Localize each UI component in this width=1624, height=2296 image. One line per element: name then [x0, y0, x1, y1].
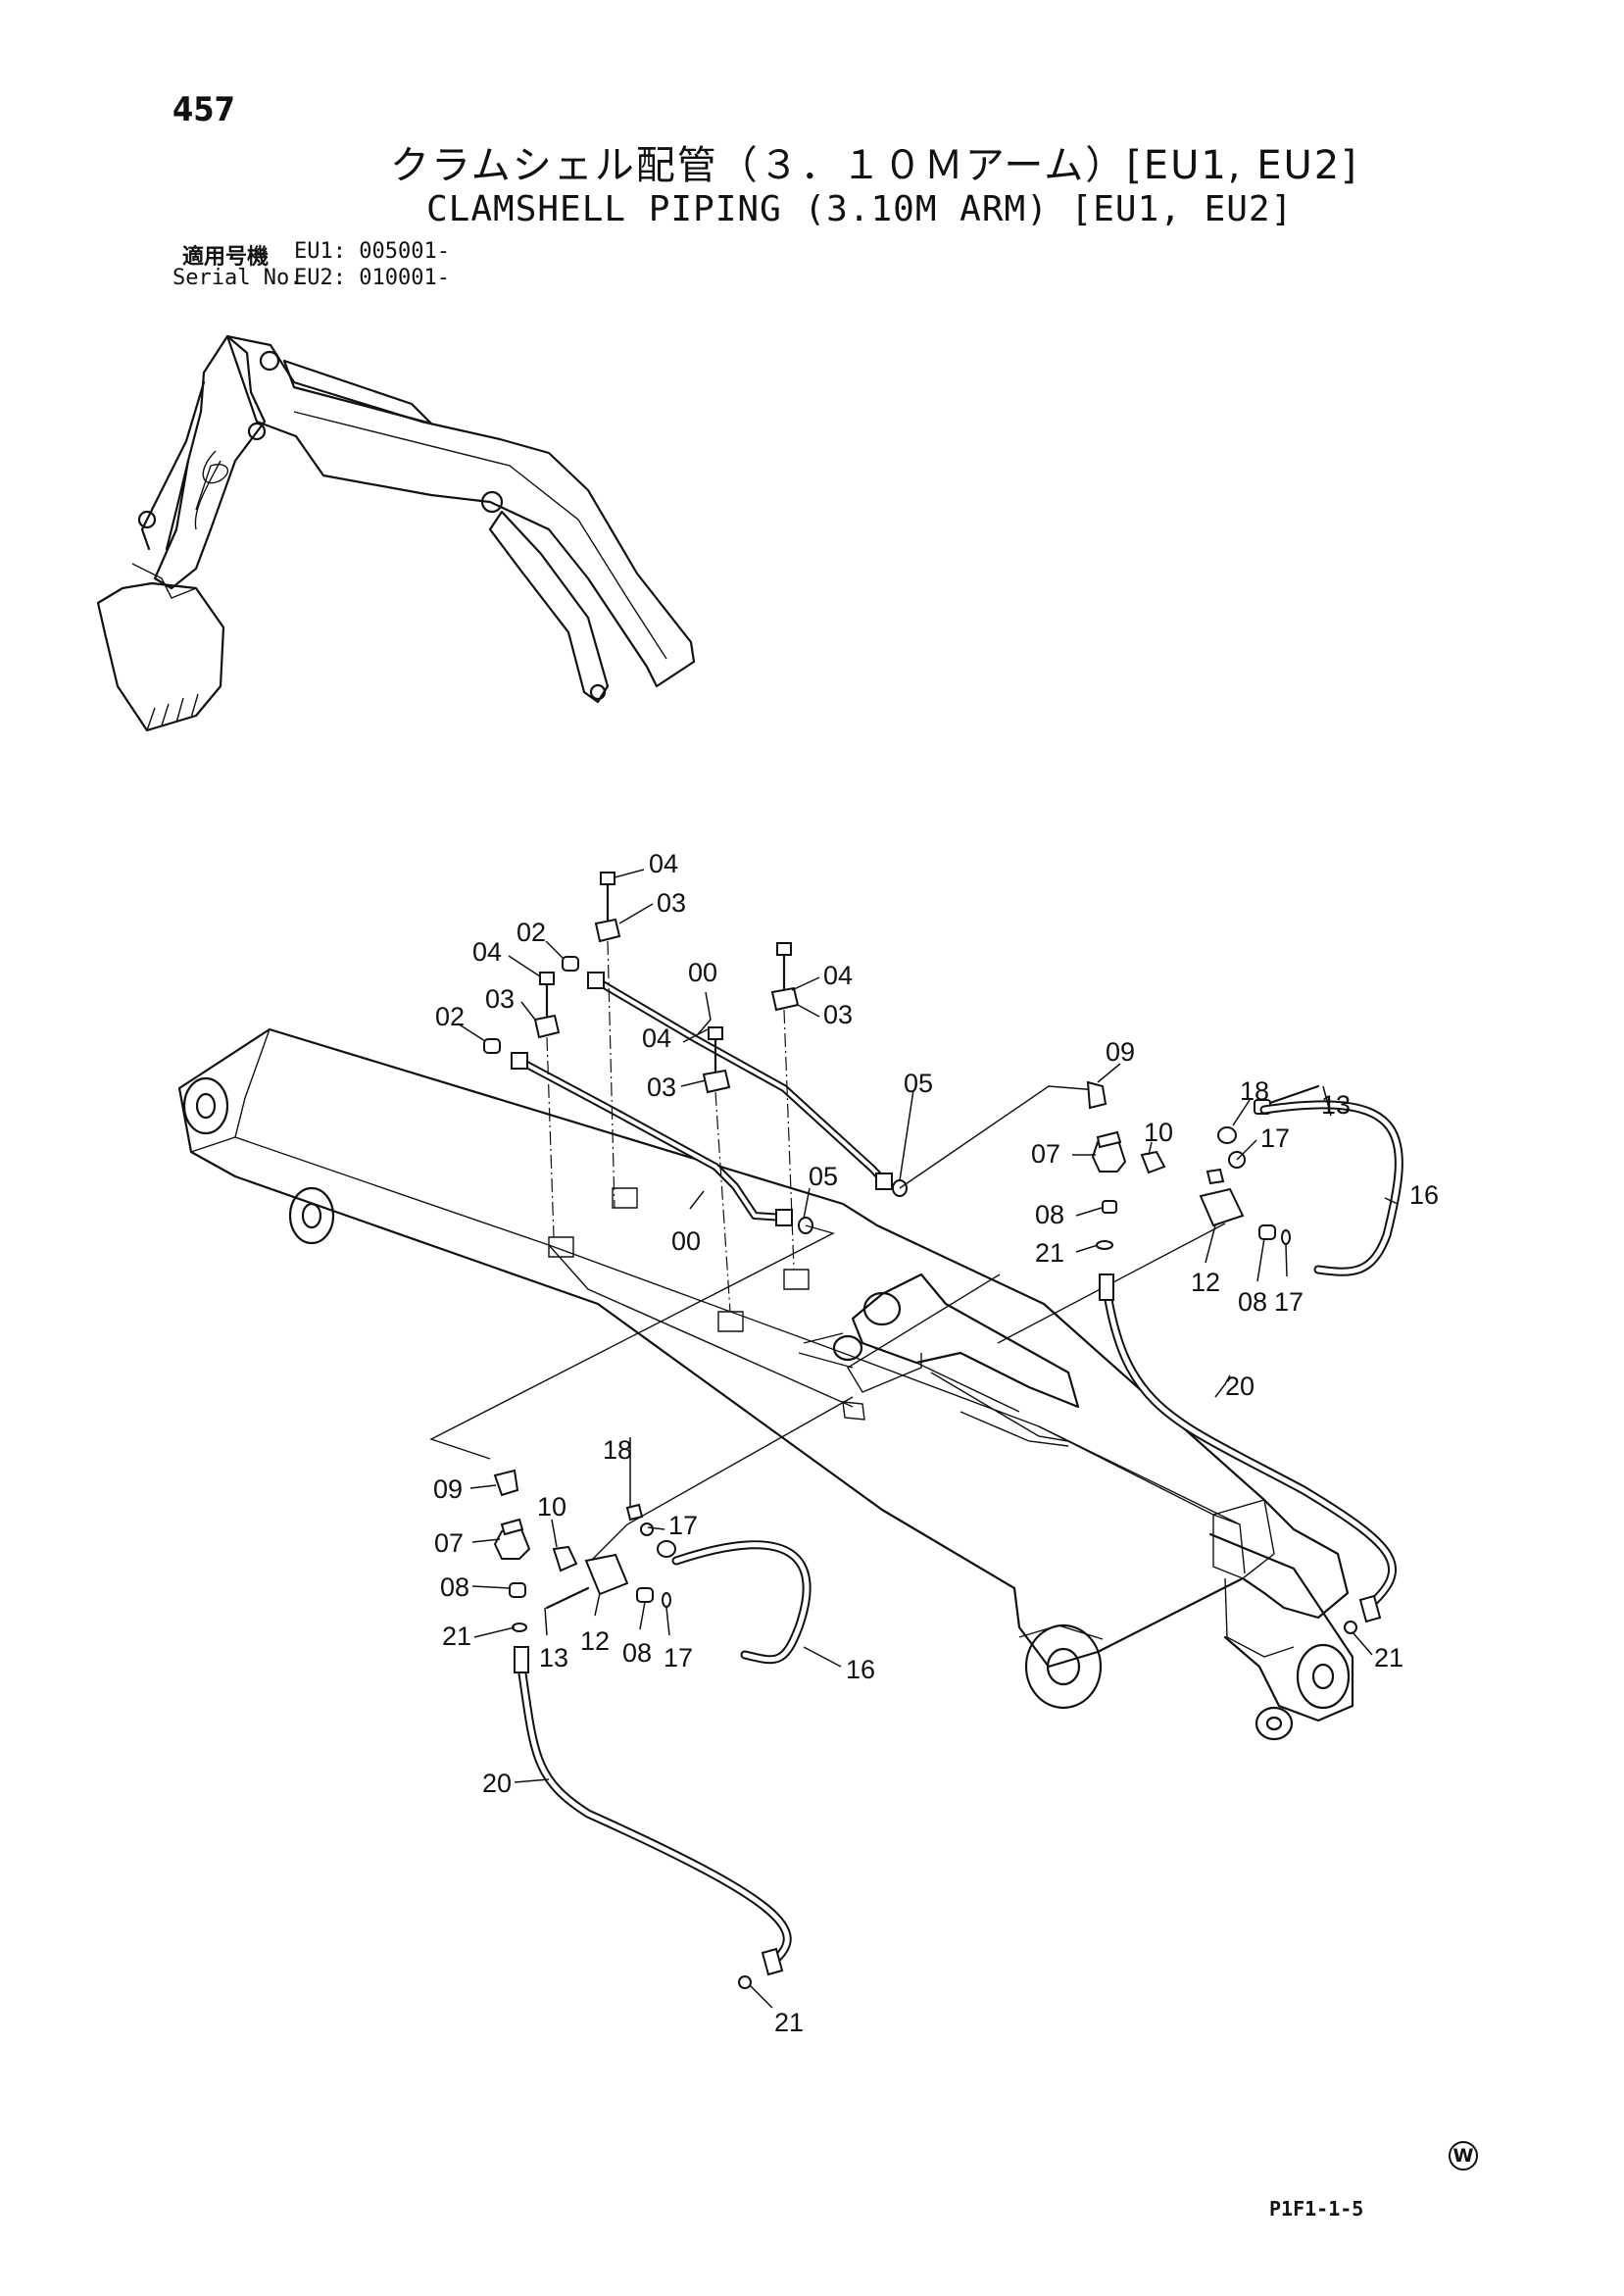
- callout-09: 09: [433, 1474, 463, 1504]
- callout-20: 20: [482, 1769, 512, 1798]
- left-fitting-group: [493, 1469, 812, 1989]
- callout-00: 00: [671, 1226, 701, 1256]
- callout-10: 10: [1144, 1118, 1173, 1147]
- callout-03: 03: [657, 888, 686, 918]
- callout-09: 09: [1106, 1037, 1135, 1067]
- callout-13: 13: [1321, 1090, 1351, 1120]
- callout-17: 17: [668, 1511, 698, 1540]
- callout-07: 07: [1031, 1139, 1060, 1169]
- callout-04: 04: [823, 961, 853, 990]
- serial-eu2: EU2: 010001-: [294, 266, 450, 290]
- callout-16: 16: [1409, 1180, 1439, 1210]
- upper-pipe-assembly: [429, 872, 1226, 1565]
- serial-label-english: Serial No.: [172, 266, 303, 290]
- callout-12: 12: [580, 1626, 610, 1656]
- callout-18: 18: [603, 1435, 632, 1465]
- callout-17: 17: [1260, 1123, 1290, 1153]
- callout-03: 03: [823, 1000, 853, 1029]
- page-number: 457: [172, 90, 235, 129]
- callout-21: 21: [1374, 1643, 1403, 1672]
- callout-21: 21: [774, 2008, 804, 2037]
- callout-05: 05: [904, 1069, 933, 1098]
- serial-label-japanese: 適用号機: [182, 245, 270, 270]
- w-mark-icon: W: [1449, 2141, 1478, 2171]
- callout-08: 08: [622, 1638, 652, 1668]
- callout-labels: 04 03 02 04 00 04 02 03 03 04 03 05 00 0…: [433, 849, 1439, 2037]
- callout-21: 21: [1035, 1238, 1064, 1268]
- callout-17: 17: [664, 1643, 693, 1672]
- callout-04: 04: [642, 1023, 671, 1053]
- callout-04: 04: [649, 849, 678, 878]
- callout-12: 12: [1191, 1268, 1220, 1297]
- drawing-code: P1F1-1-5: [1269, 2197, 1364, 2221]
- title-english: CLAMSHELL PIPING (3.10M ARM) [EU1, EU2]: [426, 189, 1294, 229]
- leader-lines: [457, 869, 1399, 2009]
- serial-eu1: EU1: 005001-: [294, 239, 450, 264]
- callout-08: 08: [440, 1572, 469, 1602]
- callout-03: 03: [647, 1073, 676, 1102]
- callout-20: 20: [1225, 1372, 1255, 1401]
- excavator-inset-drawing: [96, 334, 696, 732]
- callout-13: 13: [539, 1643, 568, 1672]
- callout-02: 02: [517, 918, 546, 947]
- callout-04: 04: [472, 937, 502, 967]
- callout-02: 02: [435, 1002, 465, 1031]
- callout-18: 18: [1240, 1076, 1269, 1106]
- arm-main-drawing: [177, 1027, 1354, 1741]
- callout-17: 17: [1274, 1287, 1304, 1317]
- callout-16: 16: [846, 1655, 875, 1684]
- callout-05: 05: [809, 1162, 838, 1191]
- callout-03: 03: [485, 984, 515, 1014]
- title-japanese: クラムシェル配管（３．１０Ｍアーム）[EU1, EU2]: [390, 143, 1358, 188]
- callout-08: 08: [1238, 1287, 1267, 1317]
- right-fitting-group: [1086, 1080, 1403, 1634]
- callout-07: 07: [434, 1528, 464, 1558]
- callout-10: 10: [537, 1492, 566, 1522]
- callout-00: 00: [688, 958, 717, 987]
- callout-21: 21: [442, 1622, 471, 1651]
- callout-08: 08: [1035, 1200, 1064, 1229]
